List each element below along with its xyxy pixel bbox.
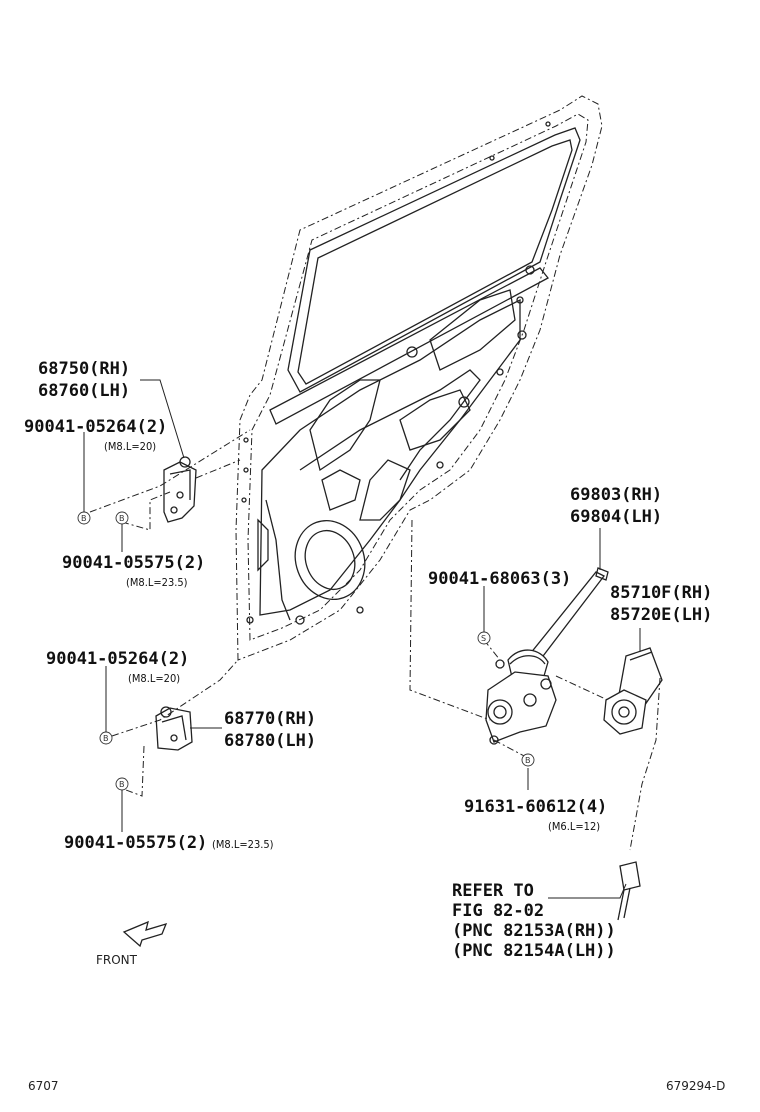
- window-regulator: [485, 567, 609, 745]
- label-bolt-lower-b: 90041-05575(2): [64, 833, 207, 853]
- label-bolt-lower-b-spec: (M8.L=23.5): [212, 838, 274, 851]
- axis-upper-hinge: [89, 429, 251, 513]
- label-refer-line1: REFER TO: [452, 881, 534, 901]
- footer-left-code: 6707: [28, 1079, 59, 1093]
- label-bolt-lower-a: 90041-05264(2): [46, 649, 189, 669]
- axis-regulator-motor: [555, 675, 613, 703]
- label-motor-lh: 85720E(LH): [610, 605, 712, 625]
- label-hinge-upper-rh: 68750(RH): [38, 359, 130, 379]
- rear-door-panel: [235, 95, 603, 661]
- label-hinge-lower-lh: 68780(LH): [224, 731, 316, 751]
- leader-refer: [548, 883, 627, 899]
- label-regulator-rh: 69803(RH): [570, 485, 662, 505]
- label-bolt-upper-a-spec: (M8.L=20): [104, 440, 156, 453]
- label-bolt-upper-b-spec: (M8.L=23.5): [126, 576, 188, 589]
- svg-text:B: B: [103, 734, 109, 743]
- label-regulator-lh: 69804(LH): [570, 507, 662, 527]
- lower-hinge: [155, 706, 193, 751]
- label-screw: 90041-68063(3): [428, 569, 571, 589]
- svg-text:B: B: [119, 780, 125, 789]
- label-bolt-regulator-spec: (M6.L=12): [548, 820, 600, 833]
- axis-lower-hinge-b: [125, 745, 145, 797]
- label-hinge-upper-lh: 68760(LH): [38, 381, 130, 401]
- axis-regulator-door: [409, 519, 491, 721]
- marker-b-upper-left: B: [77, 511, 91, 525]
- label-bolt-lower-a-spec: (M8.L=20): [128, 672, 180, 685]
- front-arrow-icon: [122, 920, 168, 948]
- front-label: FRONT: [96, 953, 138, 967]
- axis-regulator-bolt: [493, 739, 529, 759]
- label-motor-rh: 85710F(RH): [610, 583, 712, 603]
- marker-b-lower-left: B: [99, 731, 113, 745]
- label-refer-line3: (PNC 82153A(RH)): [452, 921, 616, 941]
- window-motor: [603, 647, 663, 735]
- marker-b-regulator: B: [521, 753, 535, 767]
- label-bolt-regulator: 91631-60612(4): [464, 797, 607, 817]
- axis-lower-hinge: [111, 659, 239, 737]
- motor-connector: [617, 861, 641, 921]
- label-refer-line2: FIG 82-02: [452, 901, 544, 921]
- marker-b-lower-mid: B: [115, 777, 129, 791]
- svg-text:B: B: [525, 756, 531, 765]
- axis-upper-hinge-to-door: [195, 459, 241, 479]
- label-hinge-lower-rh: 68770(RH): [224, 709, 316, 729]
- label-refer-line4: (PNC 82154A(LH)): [452, 941, 616, 961]
- marker-b-upper-mid: B: [115, 511, 129, 525]
- leader-hinge-upper: [140, 379, 185, 459]
- label-bolt-upper-b: 90041-05575(2): [62, 553, 205, 573]
- footer-right-code: 679294-D: [666, 1079, 725, 1093]
- upper-hinge: [163, 456, 197, 523]
- svg-text:S: S: [481, 634, 486, 643]
- axis-motor-cable: [629, 677, 661, 851]
- label-bolt-upper-a: 90041-05264(2): [24, 417, 167, 437]
- marker-s-screw: S: [477, 631, 491, 645]
- svg-text:B: B: [81, 514, 87, 523]
- svg-text:B: B: [119, 514, 125, 523]
